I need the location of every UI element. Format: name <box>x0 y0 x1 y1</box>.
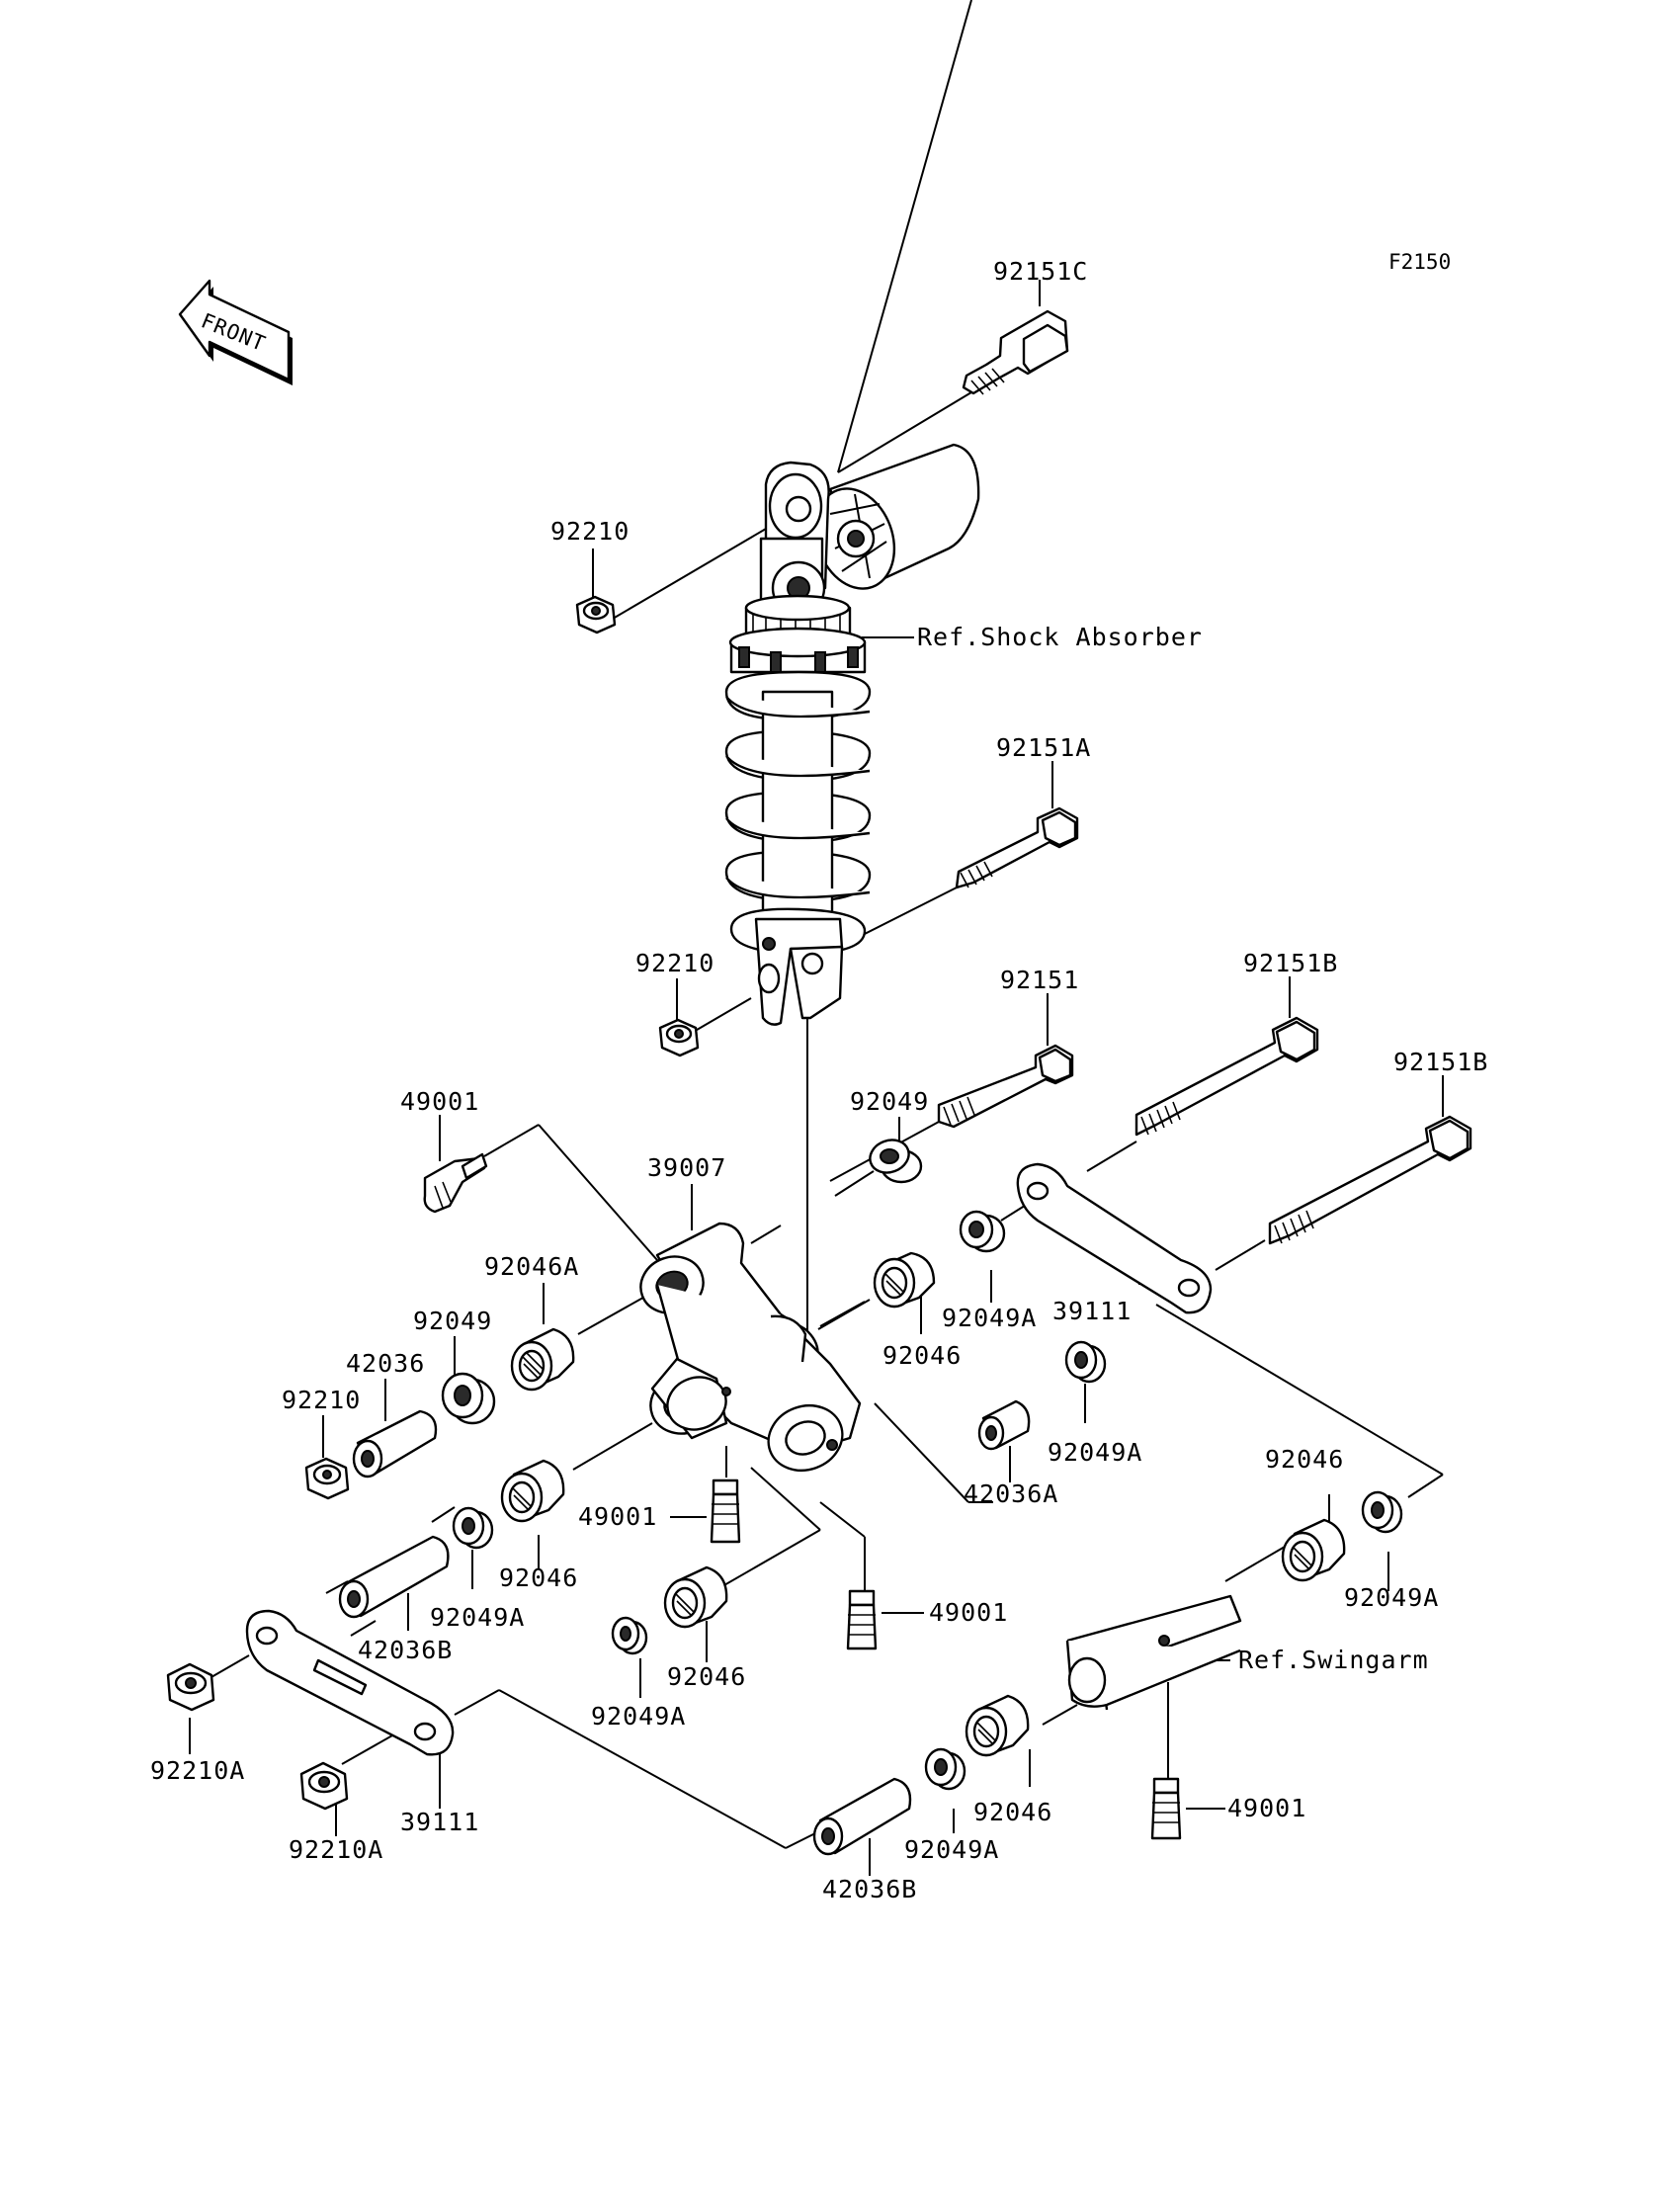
part-label: 49001 <box>929 1598 1008 1627</box>
ref-swingarm: Ref.Swingarm <box>1238 1646 1429 1674</box>
part-label: 39007 <box>647 1153 726 1182</box>
part-label: 42036 <box>346 1349 425 1378</box>
part-label: 92049A <box>942 1304 1037 1332</box>
needle-bearing-92046-center <box>873 1251 936 1309</box>
bolt-92151b-b <box>1268 1115 1472 1245</box>
part-label: 49001 <box>1227 1794 1306 1822</box>
part-label: 92049A <box>591 1702 686 1731</box>
collar-92049-left <box>441 1372 496 1425</box>
collar-92049a-bottom <box>924 1747 966 1791</box>
sleeve-42036 <box>352 1409 438 1479</box>
sleeve-42036b-left <box>338 1535 450 1619</box>
part-label: 92151B <box>1243 949 1338 977</box>
part-label: 92049 <box>413 1307 492 1335</box>
needle-bearing-92046-bottom <box>965 1694 1030 1757</box>
part-label: 49001 <box>578 1502 657 1531</box>
nut-92210-left <box>304 1457 350 1500</box>
part-label: 39111 <box>1052 1297 1132 1325</box>
part-label: 92210 <box>282 1386 361 1414</box>
part-label: 42036B <box>822 1875 917 1903</box>
tie-rod-39111-left <box>245 1609 455 1756</box>
part-label: 92151A <box>996 733 1091 762</box>
tie-rod-39111-right <box>1016 1162 1213 1314</box>
sleeve-42036a <box>977 1399 1031 1451</box>
nut-92210a-a <box>166 1662 215 1712</box>
bolt-92151 <box>937 1044 1074 1129</box>
part-label: 92046 <box>499 1563 578 1592</box>
needle-bearing-92046a <box>510 1327 575 1392</box>
grease-nipple-49001-right <box>1150 1777 1182 1840</box>
needle-bearing-92046-left <box>500 1459 565 1523</box>
grease-nipple-49001-low <box>846 1589 878 1650</box>
part-label: 49001 <box>400 1087 479 1116</box>
ref-shock-absorber: Ref.Shock Absorber <box>917 623 1203 651</box>
part-label: 92151C <box>993 257 1088 286</box>
collar-92049a-r1 <box>959 1210 1006 1253</box>
part-label: 92046A <box>484 1252 579 1281</box>
collar-92049-top <box>869 1139 923 1184</box>
part-label: 92210 <box>550 517 630 546</box>
swingarm-section <box>1065 1594 1242 1711</box>
part-label: 92046 <box>973 1798 1052 1826</box>
collar-92049a-r3 <box>1361 1490 1403 1534</box>
part-label: 39111 <box>400 1808 479 1836</box>
part-label: 42036A <box>964 1479 1058 1508</box>
nut-92210-mid <box>658 1018 700 1057</box>
part-label: 92210 <box>635 949 714 977</box>
sleeve-42036b-bottom <box>812 1777 912 1856</box>
nut-92210-top <box>575 595 617 634</box>
grease-nipple-49001-mid <box>710 1479 741 1544</box>
rocker-arm-39007 <box>639 1222 862 1472</box>
part-label: 92210A <box>150 1756 245 1785</box>
bolt-92151c <box>962 309 1069 395</box>
part-label: 92046 <box>1265 1445 1344 1474</box>
part-label: 92046 <box>667 1662 746 1691</box>
nut-92210a-b <box>299 1761 349 1811</box>
bolt-92151b-a <box>1134 1016 1319 1137</box>
grease-nipple-49001-left <box>423 1152 488 1214</box>
part-label: 92046 <box>882 1341 962 1370</box>
collar-92049a-low <box>611 1616 648 1655</box>
part-label: 92049 <box>850 1087 929 1116</box>
part-label: 92151 <box>1000 966 1079 994</box>
part-label: 92151B <box>1393 1048 1488 1076</box>
shock-absorber <box>724 443 980 1026</box>
collar-92049a-r2 <box>1064 1340 1107 1384</box>
part-label: 92049A <box>1344 1583 1439 1612</box>
figure-code: F2150 <box>1388 250 1451 274</box>
needle-bearing-92046-low <box>663 1565 728 1629</box>
part-label: 92049A <box>904 1835 999 1864</box>
collar-92049a-left <box>452 1506 494 1550</box>
part-label: 92210A <box>289 1835 383 1864</box>
part-label: 92049A <box>1048 1438 1142 1467</box>
front-arrow-icon: FRONT <box>178 279 293 385</box>
part-label: 42036B <box>358 1636 453 1664</box>
part-label: 92049A <box>430 1603 525 1632</box>
bolt-92151a <box>955 806 1079 889</box>
needle-bearing-92046-right <box>1281 1518 1346 1582</box>
